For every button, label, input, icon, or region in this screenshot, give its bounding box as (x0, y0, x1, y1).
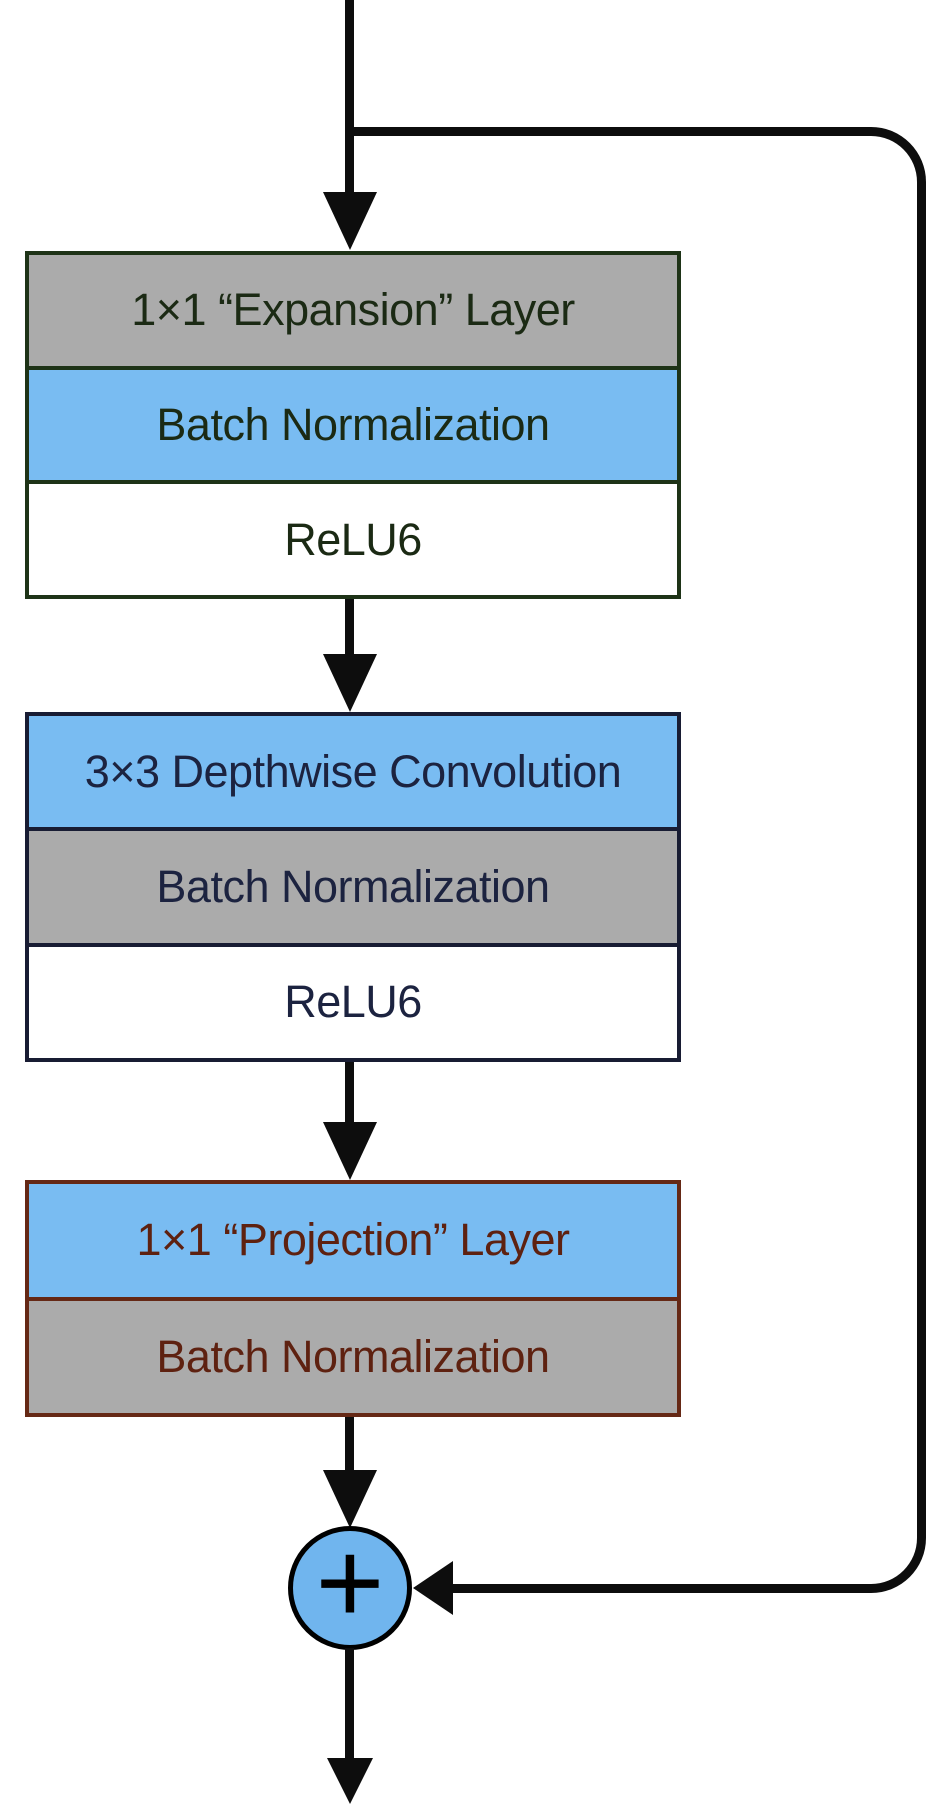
flow-arrowhead-1-icon (323, 654, 377, 712)
layer-label: Batch Normalization (156, 1330, 550, 1382)
skip-connection-branch-line (346, 127, 466, 136)
layer-row-batchnorm-2: Batch Normalization (29, 827, 677, 943)
projection-block: 1×1 “Projection” Layer Batch Normalizati… (25, 1180, 681, 1417)
flow-line-3 (345, 1417, 354, 1472)
layer-row-batchnorm-3: Batch Normalization (29, 1296, 677, 1413)
layer-label: ReLU6 (284, 976, 422, 1028)
skip-arrowhead-icon (413, 1561, 453, 1615)
flow-arrowhead-3-icon (323, 1470, 377, 1528)
layer-row-depthwise-conv: 3×3 Depthwise Convolution (29, 716, 677, 828)
layer-row-relu6-2: ReLU6 (29, 942, 677, 1058)
layer-row-expansion: 1×1 “Expansion” Layer (29, 255, 677, 366)
layer-label: 3×3 Depthwise Convolution (84, 745, 622, 797)
input-arrowhead-icon (323, 192, 377, 250)
output-flow-line (345, 1648, 354, 1760)
expansion-block: 1×1 “Expansion” Layer Batch Normalizatio… (25, 251, 681, 599)
layer-row-relu6-1: ReLU6 (29, 480, 677, 596)
layer-label: 1×1 “Expansion” Layer (131, 284, 575, 336)
layer-row-batchnorm-1: Batch Normalization (29, 365, 677, 481)
layer-row-projection: 1×1 “Projection” Layer (29, 1184, 677, 1297)
flow-arrowhead-2-icon (323, 1122, 377, 1180)
layer-label: 1×1 “Projection” Layer (136, 1214, 570, 1266)
output-arrowhead-icon (327, 1758, 373, 1804)
depthwise-block: 3×3 Depthwise Convolution Batch Normaliz… (25, 712, 681, 1062)
input-flow-line (345, 0, 354, 193)
layer-label: ReLU6 (284, 513, 422, 565)
layer-label: Batch Normalization (156, 399, 550, 450)
layer-label: Batch Normalization (156, 860, 550, 912)
flow-line-1 (345, 599, 354, 657)
skip-connection-path (452, 127, 926, 1593)
plus-icon: + (315, 1517, 385, 1649)
residual-add-node: + (288, 1517, 412, 1650)
flow-line-2 (345, 1062, 354, 1124)
